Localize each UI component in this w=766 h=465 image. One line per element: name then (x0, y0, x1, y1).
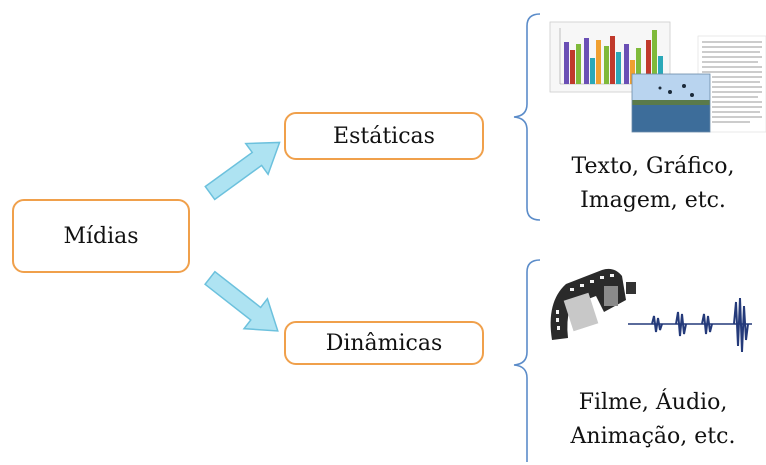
node-midias: Mídias (12, 199, 190, 273)
node-estaticas: Estáticas (284, 112, 484, 160)
caption-dynamic-line2: Animação, etc. (570, 424, 736, 449)
landscape-photo-thumbnail (631, 73, 711, 133)
caption-dynamic: Filme, Áudio, Animação, etc. (548, 386, 758, 454)
audio-waveform-icon (628, 297, 752, 353)
caption-dynamic-line1: Filme, Áudio, (578, 390, 728, 415)
caption-static: Texto, Gráfico, Imagem, etc. (548, 150, 758, 218)
caption-static-line1: Texto, Gráfico, (571, 154, 735, 179)
node-midias-label: Mídias (63, 223, 139, 249)
node-dinamicas-label: Dinâmicas (325, 330, 443, 356)
film-reel-icon (550, 268, 636, 340)
arrow-to-static (204, 141, 281, 201)
node-dinamicas: Dinâmicas (284, 321, 484, 365)
caption-static-line2: Imagem, etc. (580, 188, 726, 213)
node-estaticas-label: Estáticas (333, 123, 435, 149)
arrow-to-dynamic (204, 270, 279, 332)
brace-static (513, 13, 541, 221)
brace-dynamic (513, 259, 541, 462)
